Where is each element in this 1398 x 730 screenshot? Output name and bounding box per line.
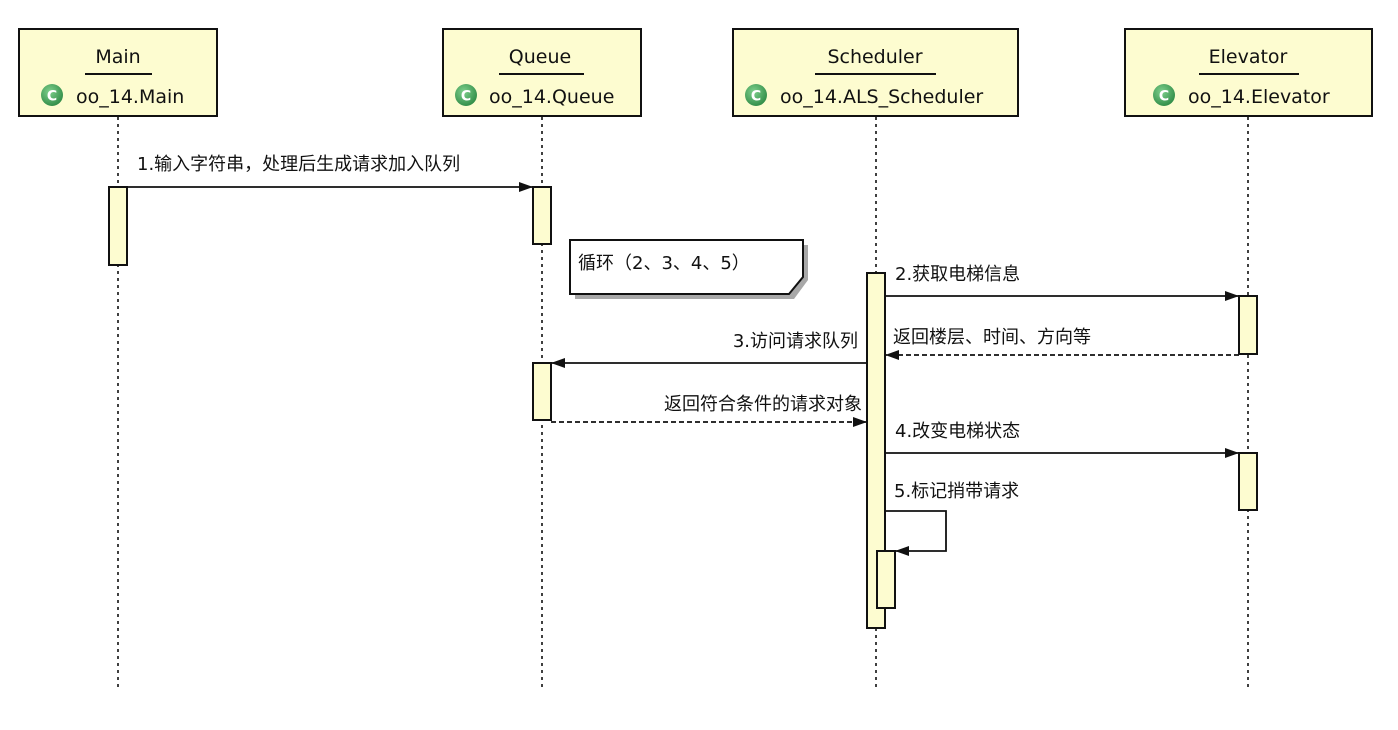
class-c-icon: C: [455, 84, 477, 106]
participant-class-name: oo_14.Main: [76, 86, 184, 108]
activation-elevator-1[interactable]: [1238, 295, 1258, 355]
participant-main[interactable]: Main C oo_14.Main: [18, 28, 218, 117]
message-label: 返回符合条件的请求对象: [664, 394, 862, 415]
activation-elevator-2[interactable]: [1238, 452, 1258, 511]
loop-note-text: 循环（2、3、4、5）: [578, 253, 750, 274]
participant-class-name: oo_14.Elevator: [1188, 86, 1330, 108]
participant-class-name: oo_14.Queue: [489, 86, 614, 108]
message-5-self[interactable]: 5.标记捎带请求: [885, 481, 1019, 556]
class-c-icon: C: [1153, 84, 1175, 106]
participant-class-name: oo_14.ALS_Scheduler: [780, 86, 983, 108]
svg-text:C: C: [461, 89, 471, 105]
participant-role: Elevator: [1209, 46, 1288, 68]
message-label: 5.标记捎带请求: [894, 481, 1019, 502]
activation-queue-1[interactable]: [532, 186, 552, 245]
message-4[interactable]: 4.改变电梯状态: [885, 421, 1239, 458]
svg-text:C: C: [47, 89, 57, 105]
participant-role: Scheduler: [827, 46, 922, 68]
message-arrow: [885, 510, 947, 556]
message-2[interactable]: 2.获取电梯信息: [885, 264, 1239, 301]
class-c-icon: C: [41, 84, 63, 106]
message-2-return[interactable]: 返回楼层、时间、方向等: [885, 327, 1239, 360]
participant-elevator[interactable]: Elevator C oo_14.Elevator: [1124, 28, 1373, 117]
activation-main[interactable]: [108, 186, 128, 266]
svg-text:C: C: [751, 89, 761, 105]
participant-role: Main: [95, 46, 140, 68]
participant-role: Queue: [509, 46, 571, 68]
message-label: 3.访问请求队列: [733, 331, 858, 352]
participant-scheduler[interactable]: Scheduler C oo_14.ALS_Scheduler: [732, 28, 1019, 117]
activation-scheduler-self[interactable]: [876, 550, 896, 609]
loop-note[interactable]: 循环（2、3、4、5）: [569, 239, 808, 299]
activation-scheduler[interactable]: [866, 272, 886, 629]
message-label: 返回楼层、时间、方向等: [893, 327, 1091, 348]
message-label: 1.输入字符串，处理后生成请求加入队列: [137, 154, 460, 175]
participant-queue[interactable]: Queue C oo_14.Queue: [442, 28, 642, 117]
svg-text:C: C: [1159, 89, 1169, 105]
message-label: 4.改变电梯状态: [895, 421, 1020, 442]
class-c-icon: C: [745, 84, 767, 106]
activation-queue-2[interactable]: [532, 362, 552, 421]
message-1[interactable]: 1.输入字符串，处理后生成请求加入队列: [127, 154, 533, 192]
activations: [108, 186, 1258, 629]
message-label: 2.获取电梯信息: [895, 264, 1020, 285]
message-3-return[interactable]: 返回符合条件的请求对象: [551, 394, 867, 427]
message-3[interactable]: 3.访问请求队列: [551, 331, 867, 368]
